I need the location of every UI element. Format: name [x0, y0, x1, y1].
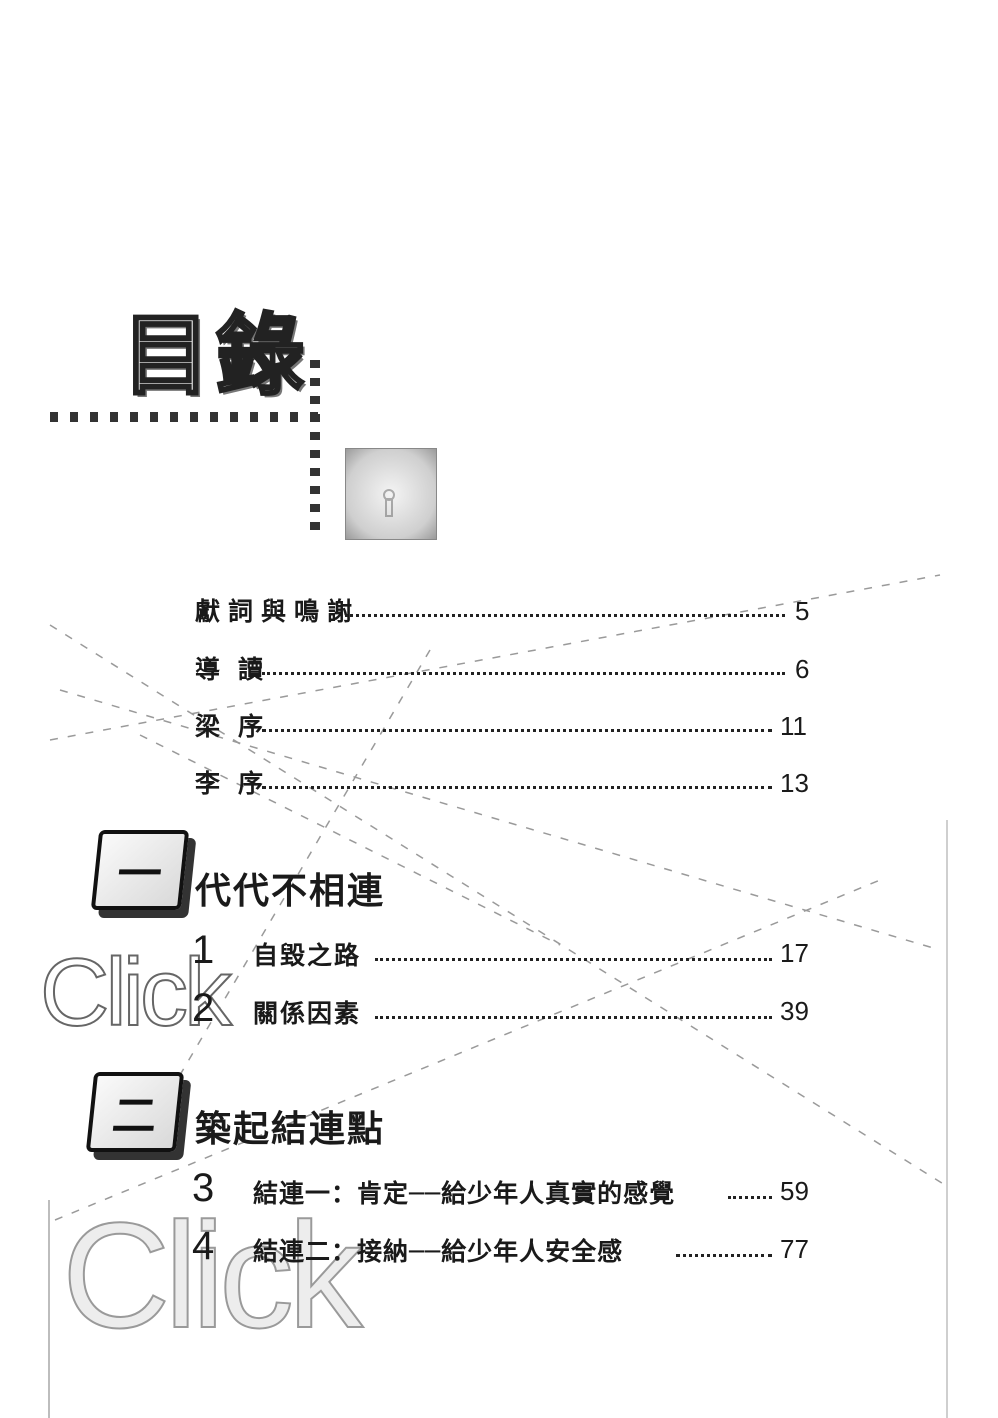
toc-entry-chapter-3[interactable]: 3 結連一：肯定──給少年人真實的感覺 59: [0, 1168, 998, 1208]
chapter-number: 1: [192, 928, 215, 972]
toc-entry-label: 導讀: [195, 655, 282, 684]
dot-leader: [375, 1016, 772, 1019]
page-title: 目錄: [120, 304, 311, 407]
part-title: 築起結連點: [195, 1109, 386, 1150]
toc-entry-label: 梁序: [195, 712, 282, 741]
dot-leader: [262, 672, 785, 675]
dot-leader: [375, 958, 772, 961]
dot-leader: [728, 1196, 772, 1199]
keyhole-icon: [383, 489, 395, 517]
part-key-icon: 一: [90, 830, 190, 910]
toc-entry-chapter-1[interactable]: 1 自毀之路 17: [0, 930, 998, 970]
toc-entry-label: 獻詞與鳴謝: [195, 597, 361, 626]
page-edge-shadow-left: [48, 1200, 50, 1418]
toc-entry-page: 11: [780, 711, 807, 741]
toc-entry-page: 13: [780, 768, 809, 798]
part-title: 代代不相連: [195, 871, 386, 912]
toc-entry-page: 5: [795, 596, 810, 626]
part-key-icon: 二: [85, 1072, 185, 1152]
toc-entry-chapter-2[interactable]: 2 關係因素 39: [0, 988, 998, 1028]
part-key-label: 二: [109, 1091, 160, 1142]
toc-entry-page: 17: [780, 938, 809, 968]
toc-entry-preface-li[interactable]: 李序 13: [0, 764, 998, 804]
toc-entry-dedication[interactable]: 獻詞與鳴謝 5: [0, 592, 998, 632]
title-dotted-rule-horizontal: [50, 412, 320, 422]
part-key-label: 一: [114, 849, 165, 900]
dot-leader: [262, 729, 772, 732]
dot-leader: [262, 786, 772, 789]
chapter-number: 2: [192, 986, 215, 1030]
page-edge-shadow: [946, 820, 948, 1418]
toc-entry-preface-liang[interactable]: 梁序 11: [0, 707, 998, 747]
toc-entry-label: 關係因素: [253, 999, 362, 1028]
decorative-click-text: Click: [39, 939, 233, 1046]
toc-entry-page: 59: [780, 1176, 809, 1206]
toc-entry-guide[interactable]: 導讀 6: [0, 650, 998, 690]
dot-leader: [676, 1254, 772, 1257]
toc-entry-page: 6: [795, 654, 810, 684]
toc-entry-label: 自毀之路: [253, 941, 362, 970]
dot-leader: [345, 614, 785, 617]
toc-entry-label: 結連一：肯定──給少年人真實的感覺: [253, 1179, 676, 1208]
toc-entry-label: 結連二：接納──給少年人安全感: [253, 1237, 624, 1266]
chapter-number: 3: [192, 1166, 215, 1210]
decorative-square: [345, 448, 437, 540]
title-dotted-rule-vertical: [310, 360, 320, 538]
toc-entry-page: 77: [780, 1234, 809, 1264]
decorative-click-text-large: Click: [61, 1191, 364, 1359]
toc-entry-label: 李序: [195, 769, 282, 798]
toc-entry-chapter-4[interactable]: 4 結連二：接納──給少年人安全感 77: [0, 1226, 998, 1266]
chapter-number: 4: [192, 1224, 215, 1268]
toc-entry-page: 39: [780, 996, 809, 1026]
